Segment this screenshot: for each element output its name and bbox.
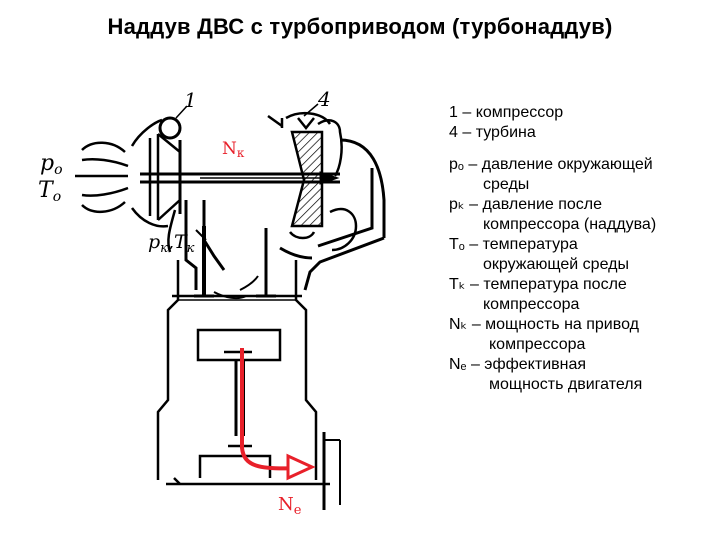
svg-text:To: To xyxy=(38,178,61,205)
label-tk-sub: к xyxy=(187,241,195,256)
legend-item-tk: Tₖ – температура после xyxy=(449,275,711,295)
legend-item-p0-cont: среды xyxy=(449,175,711,195)
legend-item-ne: Nₑ – эффективная xyxy=(449,355,711,375)
valve-icon xyxy=(194,226,276,298)
label-compressor-number: 1 xyxy=(184,88,197,112)
power-arrow-icon xyxy=(242,348,312,478)
legend-item-ne-cont: мощность двигателя xyxy=(449,375,711,395)
legend: 1 – компрессор 4 – турбина pₒ – давление… xyxy=(449,103,711,395)
legend-item-t0: Tₒ – температура xyxy=(449,235,711,255)
label-t0-sub: o xyxy=(53,189,61,205)
legend-item-tk-cont: компрессора xyxy=(449,295,711,315)
label-ne-sub: e xyxy=(294,503,302,518)
label-nk: N xyxy=(222,139,237,159)
label-pk: p xyxy=(148,231,160,253)
label-p0: p xyxy=(40,151,54,176)
legend-item-compressor: 1 – компрессор xyxy=(449,103,711,123)
legend-item-nk-cont: компрессора xyxy=(449,335,711,355)
label-ne: N xyxy=(278,494,294,515)
svg-text:pк,Tк: pк,Tк xyxy=(148,231,195,256)
legend-item-p0: pₒ – давление окружающей xyxy=(449,155,711,175)
label-turbine-number: 4 xyxy=(317,87,331,111)
legend-item-pk-cont: компрессора (наддува) xyxy=(449,215,711,235)
intake-air-arrows xyxy=(75,143,128,212)
label-nk-sub: к xyxy=(237,146,245,160)
callout-leaders xyxy=(176,104,318,118)
svg-text:Nк: Nк xyxy=(222,139,245,160)
piston-icon xyxy=(198,330,280,446)
crankcase xyxy=(158,432,340,510)
label-p0-sub: o xyxy=(54,162,62,178)
legend-item-t0-cont: окружающей среды xyxy=(449,255,711,275)
legend-item-nk: Nₖ – мощность на привод xyxy=(449,315,711,335)
svg-text:Ne: Ne xyxy=(278,494,302,518)
legend-item-pk: pₖ – давление после xyxy=(449,195,711,215)
svg-text:po: po xyxy=(40,151,63,178)
legend-item-turbine: 4 – турбина xyxy=(449,123,711,143)
